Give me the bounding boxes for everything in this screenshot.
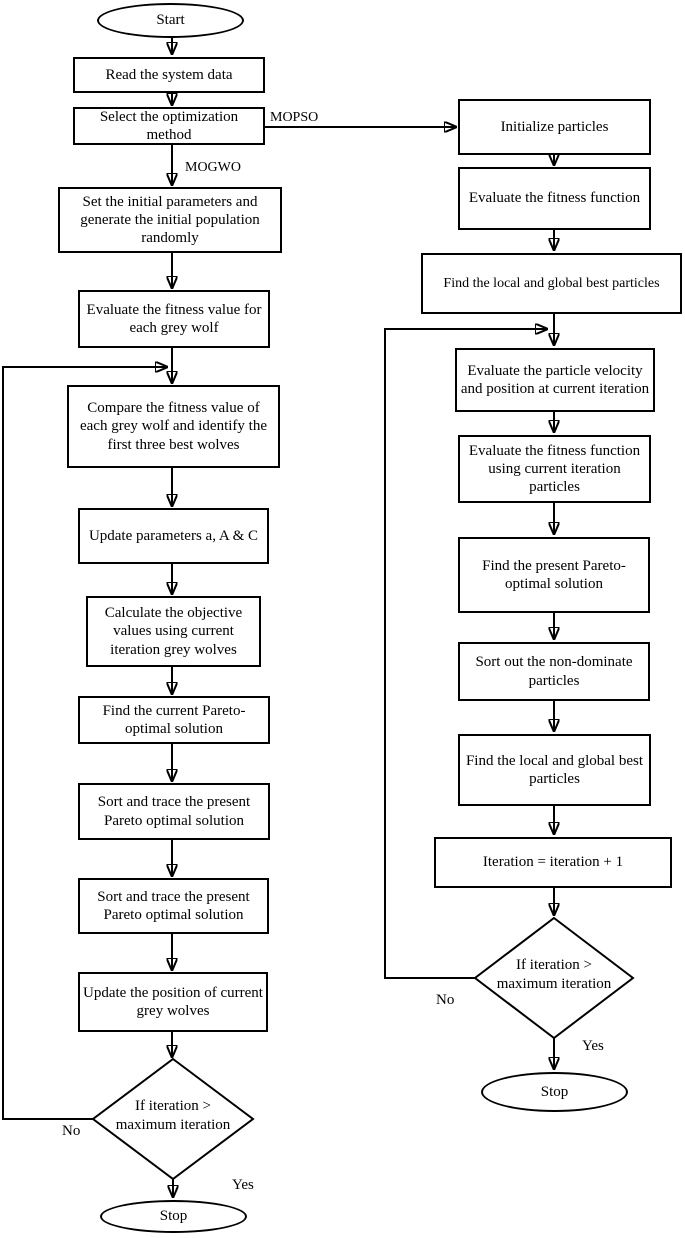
node-sort-trace-pareto-2: Sort and trace the present Pareto optima… [78, 878, 269, 934]
node-update-parameters: Update parameters a, A & C [78, 508, 269, 564]
node-compare-fitness-value: Compare the fitness value of each grey w… [67, 385, 280, 468]
node-label: Sort out the non-dominate particles [475, 654, 633, 689]
terminal-start-label: Start [156, 12, 185, 29]
node-set-initial-parameters: Set the initial parameters and generate … [58, 187, 282, 253]
terminal-stop-right: Stop [481, 1072, 628, 1112]
terminal-stop-label: Stop [159, 1208, 188, 1225]
node-label: Initialize particles [500, 118, 609, 135]
label-no-left: No [62, 1123, 81, 1139]
label-mopso-branch: MOPSO [270, 110, 319, 125]
decision-left-text: If iteration > maximum iteration [115, 1098, 231, 1133]
node-find-present-pareto: Find the present Pareto-optimal solution [458, 537, 650, 613]
node-label: Evaluate the particle velocity and posit… [460, 362, 650, 397]
decision-diamond-right [473, 916, 635, 1040]
node-label: Read the system data [105, 66, 233, 83]
node-find-current-pareto: Find the current Pareto-optimal solution [78, 696, 270, 744]
node-label: Sort and trace the present Pareto optima… [97, 794, 251, 829]
node-label: Find the local and global best particles [465, 752, 644, 787]
node-calculate-objective-values: Calculate the objective values using cur… [86, 596, 261, 667]
node-label: Iteration = iteration + 1 [482, 854, 624, 871]
node-evaluate-particle-velocity: Evaluate the particle velocity and posit… [455, 348, 655, 412]
node-label: Select the optimization method [99, 108, 239, 143]
node-initialize-particles: Initialize particles [458, 99, 651, 155]
node-label: Update the position of current grey wolv… [83, 984, 263, 1019]
node-label: Evaluate the fitness function using curr… [468, 442, 641, 496]
node-sort-non-dominate: Sort out the non-dominate particles [458, 642, 650, 701]
node-evaluate-fitness-current-iteration: Evaluate the fitness function using curr… [458, 435, 651, 503]
node-label: Find the present Pareto-optimal solution [482, 557, 626, 592]
node-evaluate-fitness-function: Evaluate the fitness function [458, 167, 651, 230]
node-label: Calculate the objective values using cur… [104, 605, 243, 658]
node-read-system-data: Read the system data [73, 57, 265, 93]
node-update-position: Update the position of current grey wolv… [78, 972, 268, 1032]
node-label: Set the initial parameters and generate … [80, 193, 260, 247]
node-sort-trace-pareto-1: Sort and trace the present Pareto optima… [78, 783, 270, 840]
node-find-local-global-best-1: Find the local and global best particles [421, 253, 682, 314]
feedback-loop-left [2, 367, 168, 1120]
feedback-loop-right [384, 329, 548, 979]
label-no-right: No [436, 992, 455, 1008]
node-label: Find the local and global best particles [443, 275, 660, 291]
label-yes-left: Yes [232, 1177, 254, 1193]
terminal-start: Start [97, 3, 244, 38]
label-yes-right: Yes [582, 1038, 604, 1054]
node-label: Evaluate the fitness value for each grey… [86, 301, 262, 336]
decision-right-text: If iteration > maximum iteration [496, 957, 612, 992]
decision-diamond-left [91, 1057, 255, 1181]
node-label: Update parameters a, A & C [88, 527, 259, 544]
terminal-stop-label: Stop [540, 1083, 569, 1100]
node-label: Sort and trace the present Pareto optima… [97, 888, 250, 923]
node-select-optimization-method: Select the optimization method [73, 107, 265, 145]
terminal-stop-left: Stop [100, 1200, 247, 1233]
node-label: Find the current Pareto-optimal solution [102, 702, 246, 737]
node-label: Compare the fitness value of each grey w… [79, 400, 267, 453]
node-find-local-global-best-2: Find the local and global best particles [458, 734, 651, 806]
node-evaluate-fitness-value: Evaluate the fitness value for each grey… [78, 290, 270, 348]
node-label: Evaluate the fitness function [468, 190, 641, 207]
label-mogwo-branch: MOGWO [185, 160, 241, 175]
node-iteration-increment: Iteration = iteration + 1 [434, 837, 672, 888]
